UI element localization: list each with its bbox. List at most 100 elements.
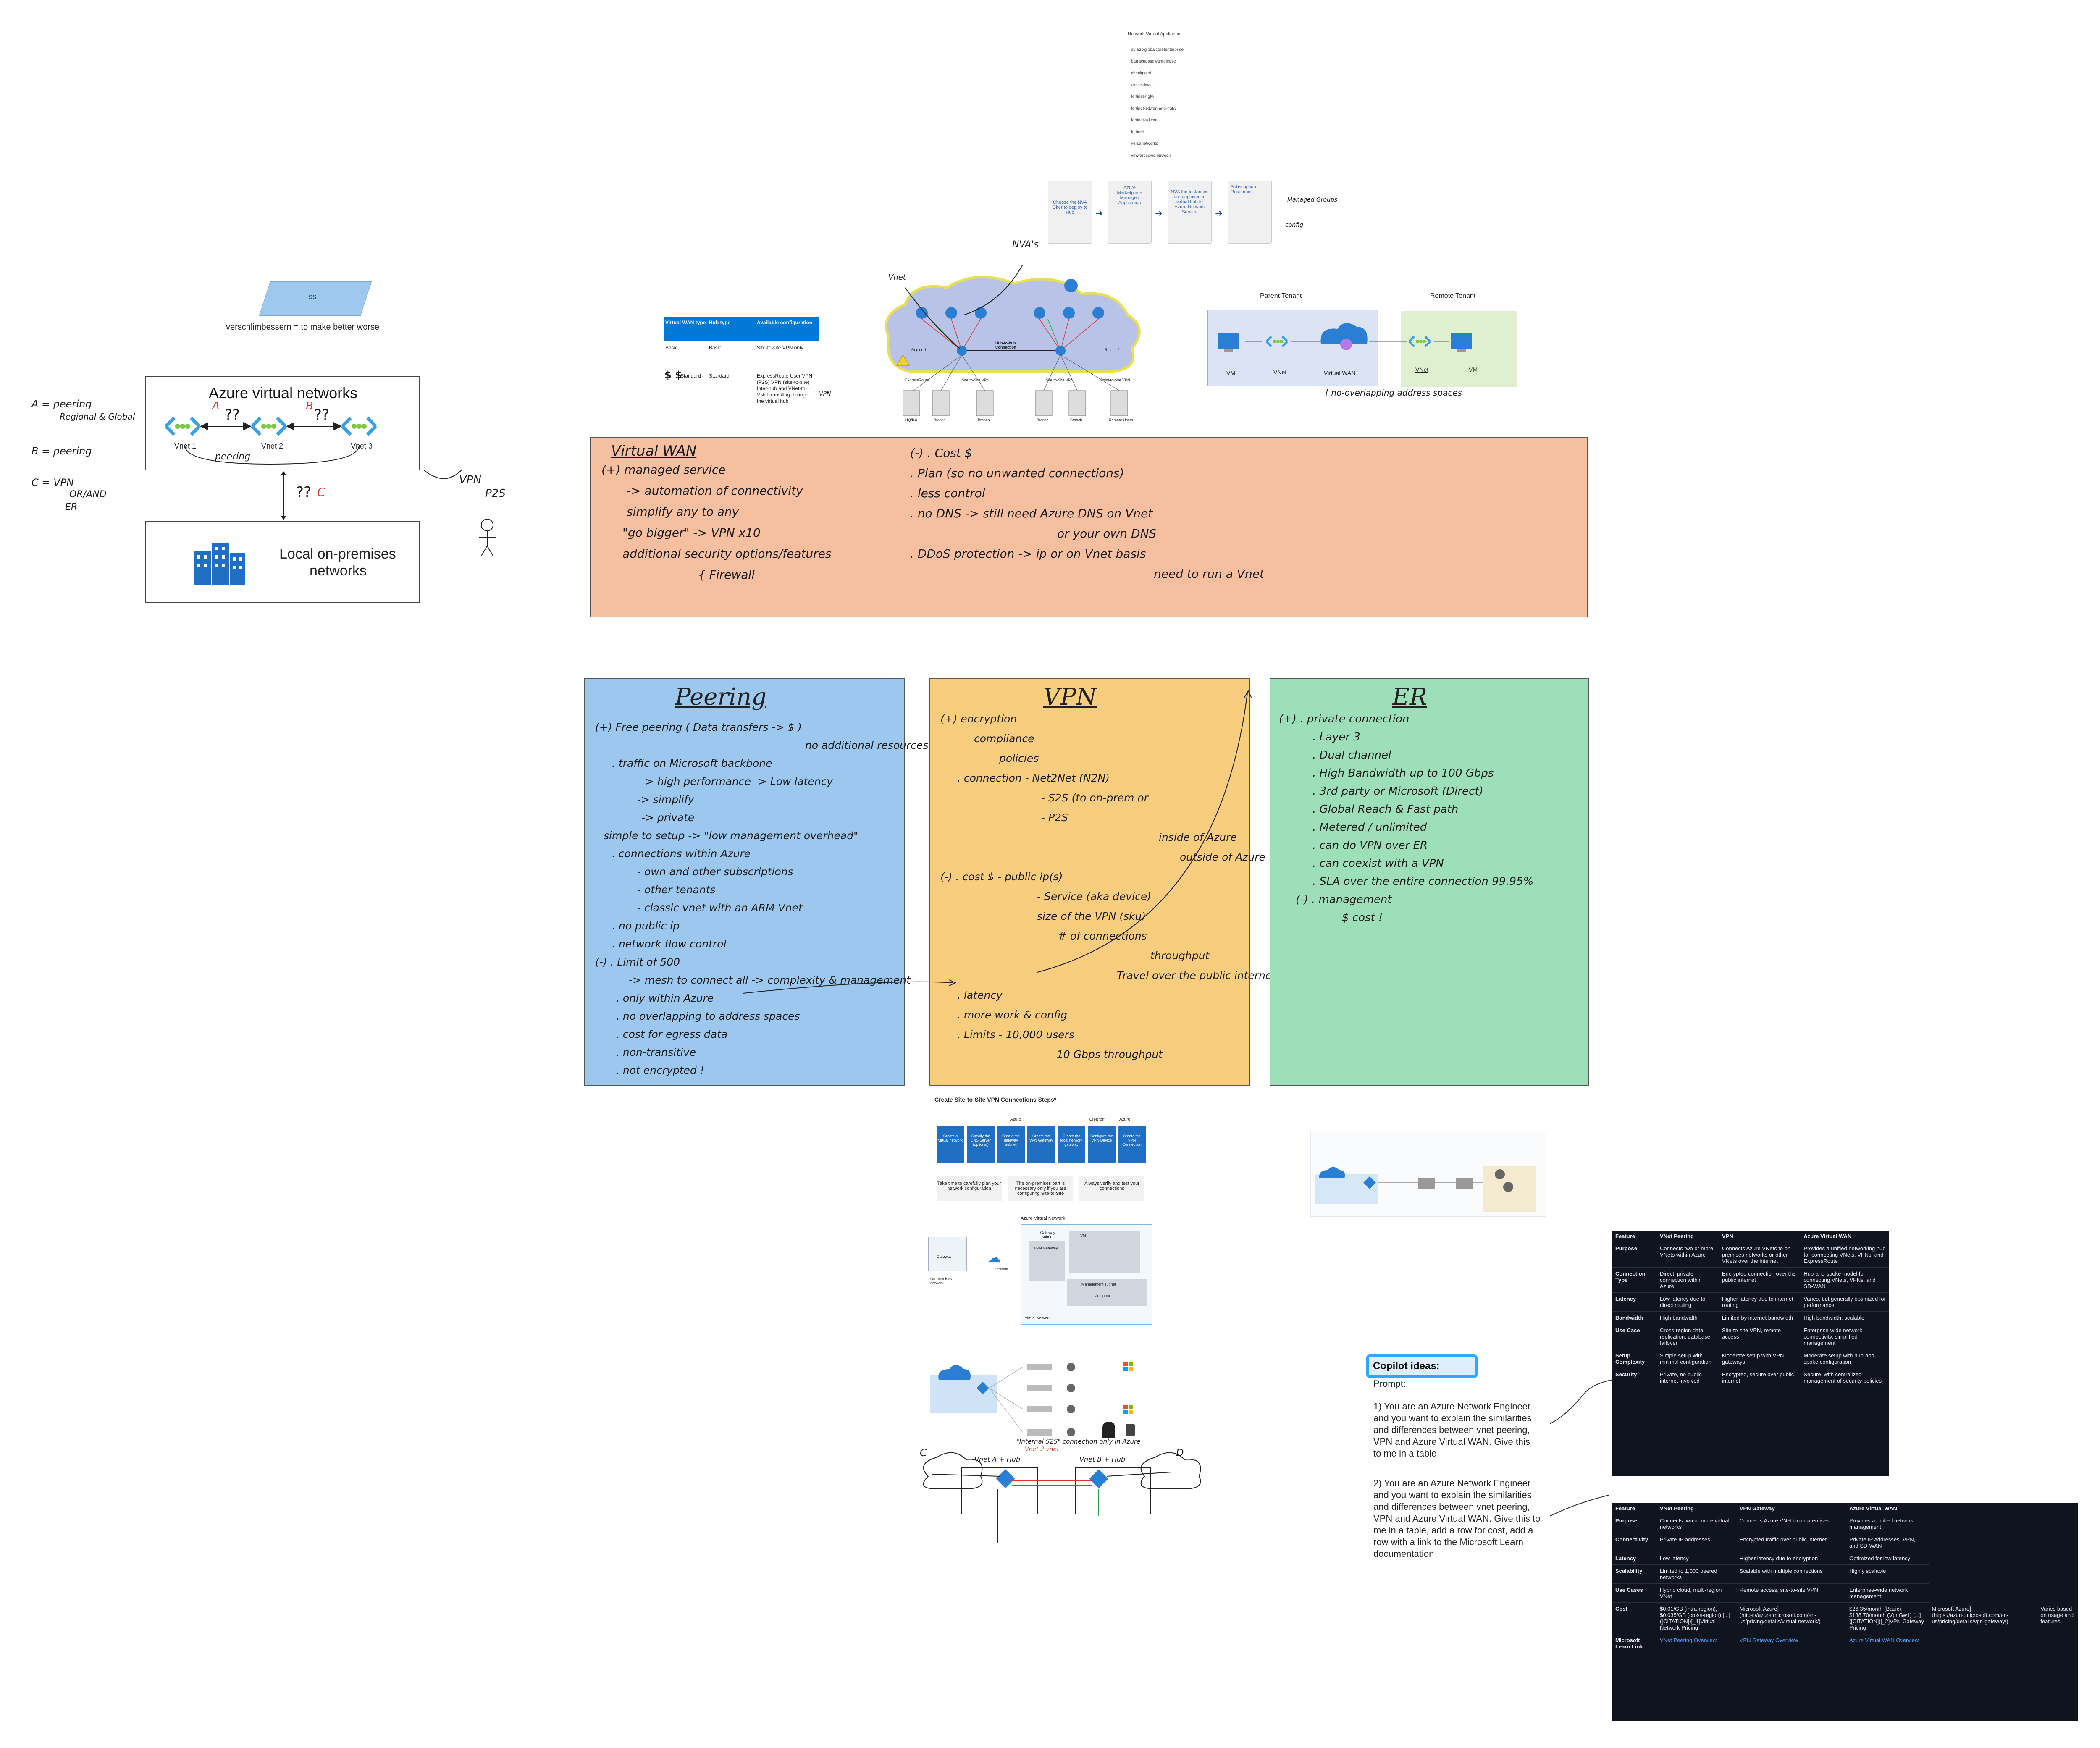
table-cell: Secure, with centralized management of s… (1800, 1368, 1889, 1387)
table-cell: Connection Type (1612, 1267, 1656, 1293)
table-cell: Setup Complexity (1612, 1349, 1656, 1368)
nva-list-item[interactable]: ciscosdwan (1131, 83, 1153, 87)
s2s-step-box[interactable]: Create a virtual network (937, 1126, 964, 1163)
hub-sketch-c: C (920, 1447, 927, 1459)
table-cell: Purpose (1612, 1514, 1656, 1533)
s2s-steps-card[interactable]: Create Site-to-Site VPN Connections Step… (934, 1096, 1153, 1210)
er-panel[interactable]: ER (+) . private connection. Layer 3. Du… (1270, 678, 1589, 1086)
table-cell: Bandwidth (1612, 1311, 1656, 1324)
virtual-wan-title: Virtual WAN (611, 443, 697, 459)
tenants-svg (1218, 323, 1472, 352)
gateway-diagram[interactable]: Azure Virtual Network Gateway subnet VPN… (924, 1216, 1155, 1327)
er-lines-line: (-) . management (1296, 893, 1392, 906)
vpn-lines-line: policies (999, 752, 1039, 764)
nva-list-item[interactable]: versanetworks (1131, 142, 1158, 146)
table-header-cell: VPN Gateway (1736, 1503, 1846, 1514)
vpn-lines-line: # of connections (1058, 930, 1147, 942)
nva-list-card[interactable]: Network Virtual Appliance aviatrixglobal… (1128, 31, 1235, 166)
table-cell: Private IP addresses, VPN, and SD-WAN (1845, 1533, 1929, 1552)
vwan-minus-line: (-) . Cost $ (910, 446, 972, 460)
panel-connector-arrows (743, 690, 1252, 994)
table-cell: Varies, but generally optimized for perf… (1800, 1292, 1889, 1312)
tenant-vwan: Virtual WAN (1324, 370, 1356, 376)
peering-lines-line: -> private (641, 811, 695, 824)
table-header-cell: Feature (1612, 1503, 1656, 1514)
tenant-vnet1: VNet (1273, 369, 1287, 375)
buildings-icon (194, 543, 245, 585)
table-cell[interactable]: VPN Gateway Overview (1736, 1634, 1846, 1653)
peering-title: Peering (675, 683, 767, 711)
table-cell: Scalable with multiple connections (1736, 1564, 1846, 1584)
s2s-step-box[interactable]: Specify the DNS Server (optional) (967, 1126, 995, 1163)
nva-list-item[interactable]: fortinet-sdwan (1131, 118, 1158, 123)
hub-table-vpn-note: VPN (819, 391, 831, 397)
vwan-plus-line: additional security options/features (622, 547, 832, 561)
remote-clients-diagram (926, 1359, 1153, 1443)
on-premises-box[interactable]: Local on-premises networks (145, 521, 420, 603)
table-cell: Cost (1612, 1602, 1656, 1634)
table-cell: Private, no public internet involved (1656, 1368, 1719, 1387)
s2s-step-box[interactable]: Create the VPN Gateway (1027, 1126, 1055, 1163)
hub-sketch-label2: Vnet B + Hub (1079, 1455, 1126, 1463)
nva-list-item[interactable]: checkpoint (1131, 71, 1151, 76)
table-cell: Scalability (1612, 1564, 1656, 1584)
table-cell[interactable]: VNet Peering Overview (1656, 1634, 1736, 1653)
flow-step-4[interactable]: Subscription Resources (1228, 181, 1272, 244)
flow-step-2[interactable]: Azure Marketplace Managed Application (1108, 181, 1152, 244)
hub-table-header-1: Virtual WAN type (665, 320, 706, 325)
table-header-cell: VPN (1718, 1231, 1801, 1242)
s2s-step-box[interactable]: Create the gateway subnet (997, 1126, 1025, 1163)
legend-a-line2: Regional & Global (60, 412, 135, 422)
vpn-lines-line: . Limits - 10,000 users (957, 1029, 1074, 1041)
s2s-step-box[interactable]: Create the VPN Connection (1118, 1126, 1146, 1163)
table-cell: $0.01/GB (intra-region), $0.035/GB (cros… (1656, 1602, 1736, 1634)
s2s-step-box[interactable]: Create the local network gateway (1058, 1126, 1085, 1163)
table-cell: Simple setup with minimal configuration (1656, 1349, 1719, 1368)
nva-list-item[interactable]: fortinet-sdwan-and-ngfw (1131, 106, 1176, 111)
table-cell: Connects Azure VNet to on-premises (1736, 1514, 1846, 1533)
hub-sketch-label1: Vnet A + Hub (974, 1455, 1021, 1463)
nva-list-item[interactable]: fortinet-ngfw (1131, 94, 1155, 99)
mark-c: C (317, 485, 326, 499)
er-lines-line: (+) . private connection (1279, 713, 1410, 725)
nva-list-item[interactable]: aviatrixglobalcoretenterprise (1131, 47, 1184, 52)
vpn-lines-line: . more work & config (957, 1009, 1067, 1021)
vpn-lines-line: outside of Azure (1180, 851, 1265, 863)
nva-list-item[interactable]: barracudasdwanrelease (1131, 59, 1176, 64)
table-cell: Remote access, site-to-site VPN (1736, 1583, 1846, 1603)
legend-a-line1: A = peering (32, 398, 92, 410)
vwan-plus-line: -> automation of connectivity (627, 484, 803, 498)
legend-c-line3: ER (65, 502, 78, 512)
copilot-title-badge[interactable]: Copilot ideas: (1366, 1354, 1478, 1378)
er-title: ER (1392, 683, 1428, 711)
table-cell: Connectivity (1612, 1533, 1656, 1552)
table-cell[interactable]: Azure Virtual WAN Overview (1845, 1634, 1929, 1653)
vwan-map[interactable]: NVA's Vnet Region 1 Region 2 Hub-to-hub … (880, 239, 1153, 433)
nva-list-item[interactable]: vmwaresdwaninvwan (1131, 153, 1171, 158)
s2s-note-2: The on-premises part is necessary only i… (1008, 1176, 1073, 1201)
flow-step-3[interactable]: NVA the Instances are deployed in virtua… (1168, 181, 1212, 244)
peering-lines-line: - own and other subscriptions (637, 866, 793, 878)
table-cell: Cross-region data replication, database … (1656, 1324, 1719, 1349)
s2s-step-box[interactable]: Configure the VPN Device (1088, 1126, 1116, 1163)
flow-step-1[interactable]: Choose the NVA Offer to deploy to Hub (1048, 181, 1092, 244)
peering-lines-line: (+) Free peering ( Data transfers -> $ ) (595, 721, 802, 733)
table-cell: Optimized for low latency (1845, 1552, 1929, 1565)
vnet2-label: Vnet 2 (261, 442, 284, 450)
er-lines-line: . Dual channel (1312, 749, 1391, 761)
hub-sketch: Vnet A + Hub Vnet B + Hub "Internal S2S"… (907, 1438, 1210, 1562)
virtual-wan-panel[interactable]: Virtual WAN (+) managed service-> automa… (590, 437, 1588, 617)
vwan-map-svg (885, 265, 1141, 416)
table-cell: $26.35/month (Basic), $138.70/month (Vpn… (1845, 1602, 1929, 1634)
nva-list-item[interactable]: fortinet (1131, 130, 1144, 134)
vwan-plus-line: { Firewall (698, 568, 755, 582)
hub-type-table: Virtual WAN type Hub type Available conf… (664, 317, 831, 430)
vnet2-icon (251, 417, 287, 436)
vertical-connection-arrow (281, 471, 286, 520)
